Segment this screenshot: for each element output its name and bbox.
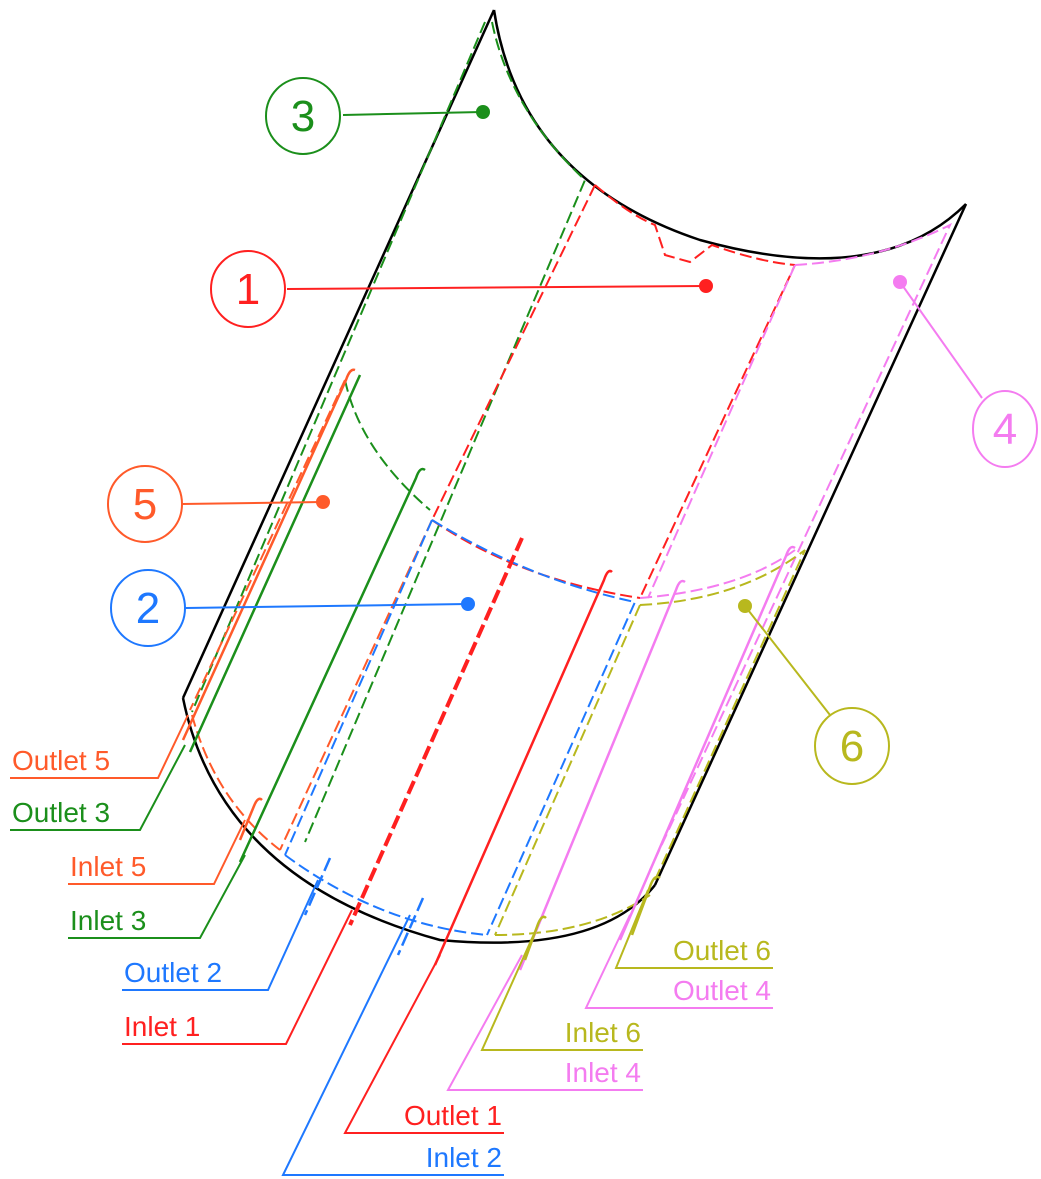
pipe-inlet1 — [348, 537, 524, 926]
port-labels: Outlet 5 Outlet 3 Inlet 5 Inlet 3 Outlet… — [12, 745, 771, 1173]
zone-3-boundary — [191, 21, 587, 843]
pipe-outlet6 — [630, 875, 661, 936]
label-outlet3: Outlet 3 — [12, 797, 110, 828]
label-inlet6: Inlet 6 — [565, 1017, 641, 1048]
label-outlet2: Outlet 2 — [124, 957, 222, 988]
callout-6-leader — [744, 605, 831, 716]
callout-1-circle — [210, 250, 286, 328]
pipe-outlet3 — [188, 374, 362, 753]
pipe-inlet6 — [523, 915, 547, 961]
label-inlet3: Inlet 3 — [70, 905, 146, 936]
zone-5-boundary — [189, 379, 433, 851]
pipe-outlet5 — [181, 368, 356, 741]
callout-3-circle — [265, 77, 341, 155]
callout-1-dot — [699, 279, 713, 293]
callout-4-dot — [893, 275, 907, 289]
callout-4-circle — [972, 390, 1038, 468]
callout-4-leader — [899, 281, 983, 399]
zone-5-label: 5 — [133, 480, 157, 529]
zone-1-label: 1 — [236, 265, 260, 314]
leader-inlet1 — [122, 909, 353, 1045]
zone-4-boundary — [639, 222, 953, 871]
leader-outlet6 — [614, 889, 773, 969]
label-outlet6: Outlet 6 — [673, 935, 771, 966]
label-outlet5: Outlet 5 — [12, 745, 110, 776]
zone-2-label: 2 — [136, 584, 160, 633]
label-inlet4: Inlet 4 — [565, 1057, 641, 1088]
callout-2-dot — [461, 597, 475, 611]
label-outlet4: Outlet 4 — [673, 975, 771, 1006]
callout-6-dot — [738, 599, 752, 613]
leader-inlet5 — [68, 819, 246, 885]
leader-outlet3 — [10, 744, 186, 831]
right-edge — [653, 203, 968, 886]
label-inlet5: Inlet 5 — [70, 851, 146, 882]
port-leaders — [10, 714, 773, 1176]
callout-5-circle — [107, 465, 183, 543]
pipe-outlet1 — [433, 569, 613, 966]
pipe-inlet5 — [238, 797, 263, 841]
callout-3-dot — [476, 105, 490, 119]
label-outlet1: Outlet 1 — [404, 1100, 502, 1131]
callout-1-leader — [286, 285, 706, 290]
zone-callouts — [107, 77, 1038, 785]
zone-6-label: 6 — [840, 722, 864, 771]
pipe-inlet3 — [238, 467, 426, 863]
callout-3-leader — [342, 111, 483, 116]
leader-outlet5 — [10, 714, 189, 779]
callout-2-leader — [185, 603, 468, 609]
zone-2-boundary — [284, 519, 637, 936]
leader-outlet1 — [343, 954, 504, 1134]
pipe-outlet2 — [303, 857, 332, 916]
leader-outlet4 — [584, 914, 773, 1009]
pipe-inlet2 — [396, 897, 425, 956]
callout-2-circle — [110, 569, 186, 647]
zone-3-label: 3 — [291, 92, 315, 141]
pipe-outlet4 — [618, 545, 796, 941]
top-arc — [492, 9, 967, 260]
label-inlet2: Inlet 2 — [426, 1142, 502, 1173]
callout-6-circle — [814, 707, 890, 785]
zone-6-boundary — [494, 549, 806, 936]
callout-5-dot — [316, 495, 330, 509]
label-inlet1: Inlet 1 — [124, 1011, 200, 1042]
leader-inlet2 — [281, 914, 504, 1176]
leader-inlet4 — [446, 954, 643, 1091]
callout-5-leader — [181, 501, 323, 505]
zone-4-label: 4 — [993, 405, 1017, 454]
pipe-hooks — [181, 368, 796, 971]
pipe-inlet4 — [518, 579, 686, 971]
bottom-arc — [181, 697, 656, 944]
leader-inlet6 — [480, 924, 643, 1051]
zone-1-boundary — [431, 184, 797, 599]
zone-numbers: 3 1 4 5 2 6 — [133, 92, 1017, 771]
leader-outlet2 — [122, 879, 319, 991]
leader-inlet3 — [68, 854, 246, 939]
